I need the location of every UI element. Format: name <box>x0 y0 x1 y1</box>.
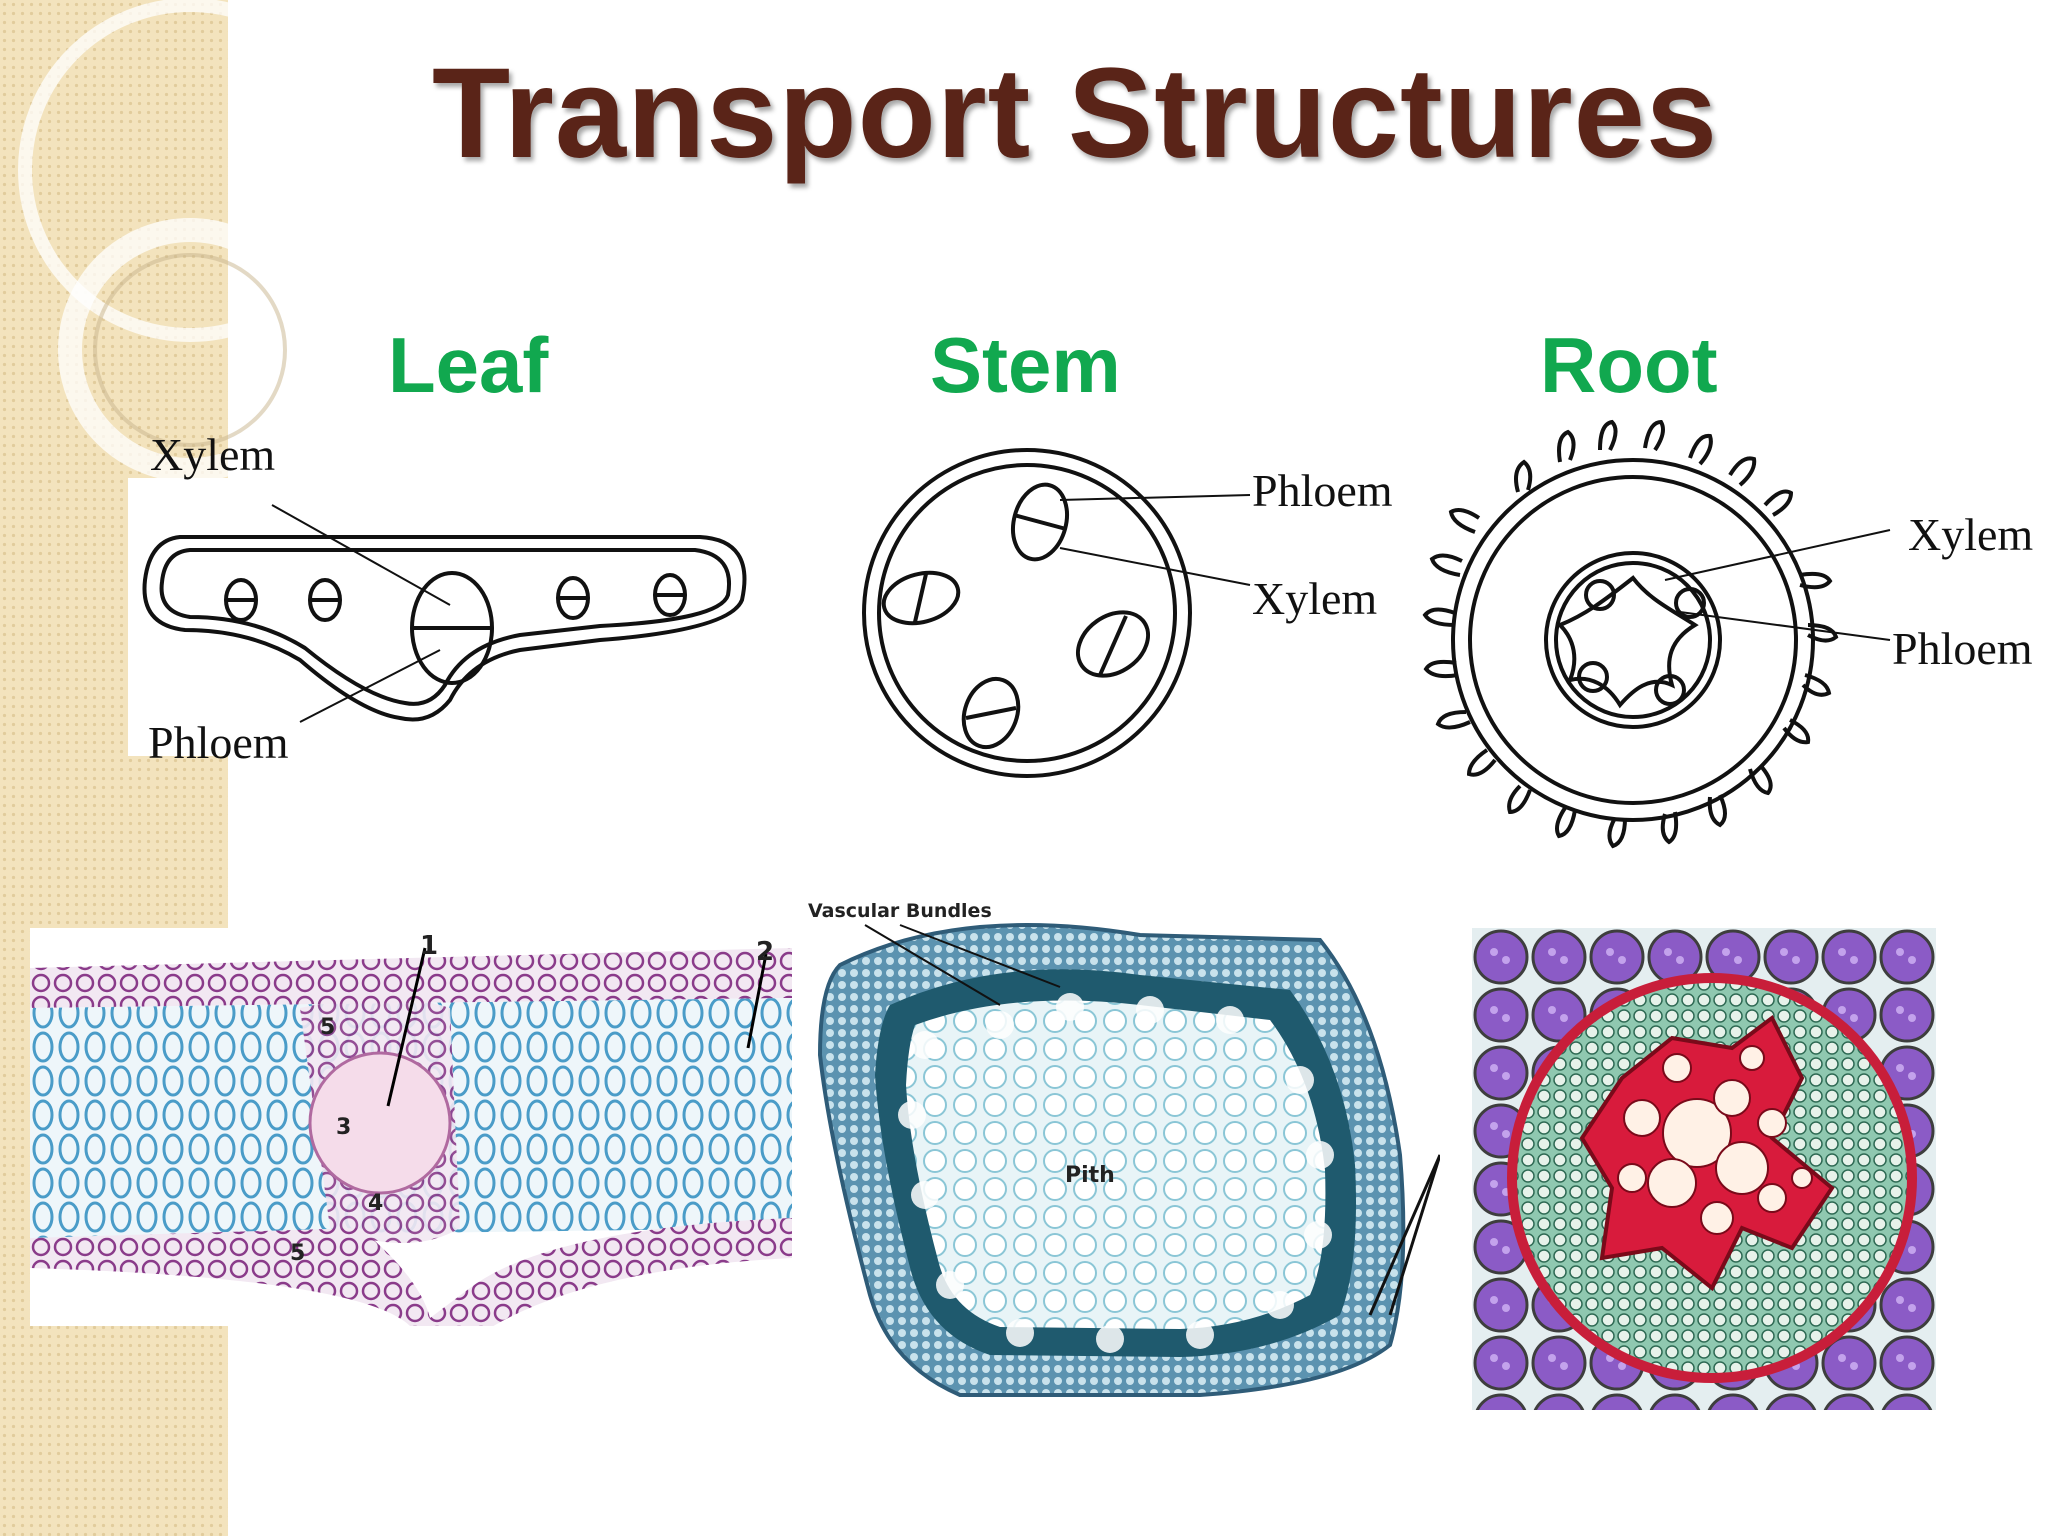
root-heading: Root <box>1540 321 1718 409</box>
leaf-marker-5-top: 5 <box>320 1015 335 1040</box>
leaf-xylem-label: Xylem <box>150 429 276 480</box>
slide-title: Transport Structures <box>431 42 1719 185</box>
leaf-heading: Leaf <box>388 321 549 409</box>
stem-heading: Stem <box>930 321 1121 409</box>
leaf-micrograph: 1 2 3 4 5 5 <box>30 928 792 1326</box>
leaf-diagram <box>142 504 747 723</box>
root-phloem-label: Phloem <box>1892 623 2033 674</box>
stem-vascular-caption: Vascular Bundles <box>808 900 992 922</box>
stem-xylem-label: Xylem <box>1252 573 1378 624</box>
stem-micrograph: Vascular Bundles Pith <box>808 900 1440 1397</box>
stem-pith-label: Pith <box>1065 1163 1115 1188</box>
leaf-marker-1: 1 <box>420 931 438 961</box>
leaf-marker-3: 3 <box>336 1115 351 1140</box>
stem-phloem-label: Phloem <box>1252 465 1393 516</box>
decorative-rings <box>18 0 340 482</box>
root-xylem-label: Xylem <box>1908 509 2034 560</box>
leaf-marker-4: 4 <box>368 1191 383 1216</box>
stem-diagram <box>862 448 1251 778</box>
leaf-marker-2: 2 <box>756 937 774 967</box>
leaf-marker-5-bottom: 5 <box>290 1241 305 1266</box>
root-diagram <box>1422 419 1891 849</box>
root-micrograph <box>1472 928 1936 1410</box>
leaf-phloem-label: Phloem <box>148 717 289 768</box>
